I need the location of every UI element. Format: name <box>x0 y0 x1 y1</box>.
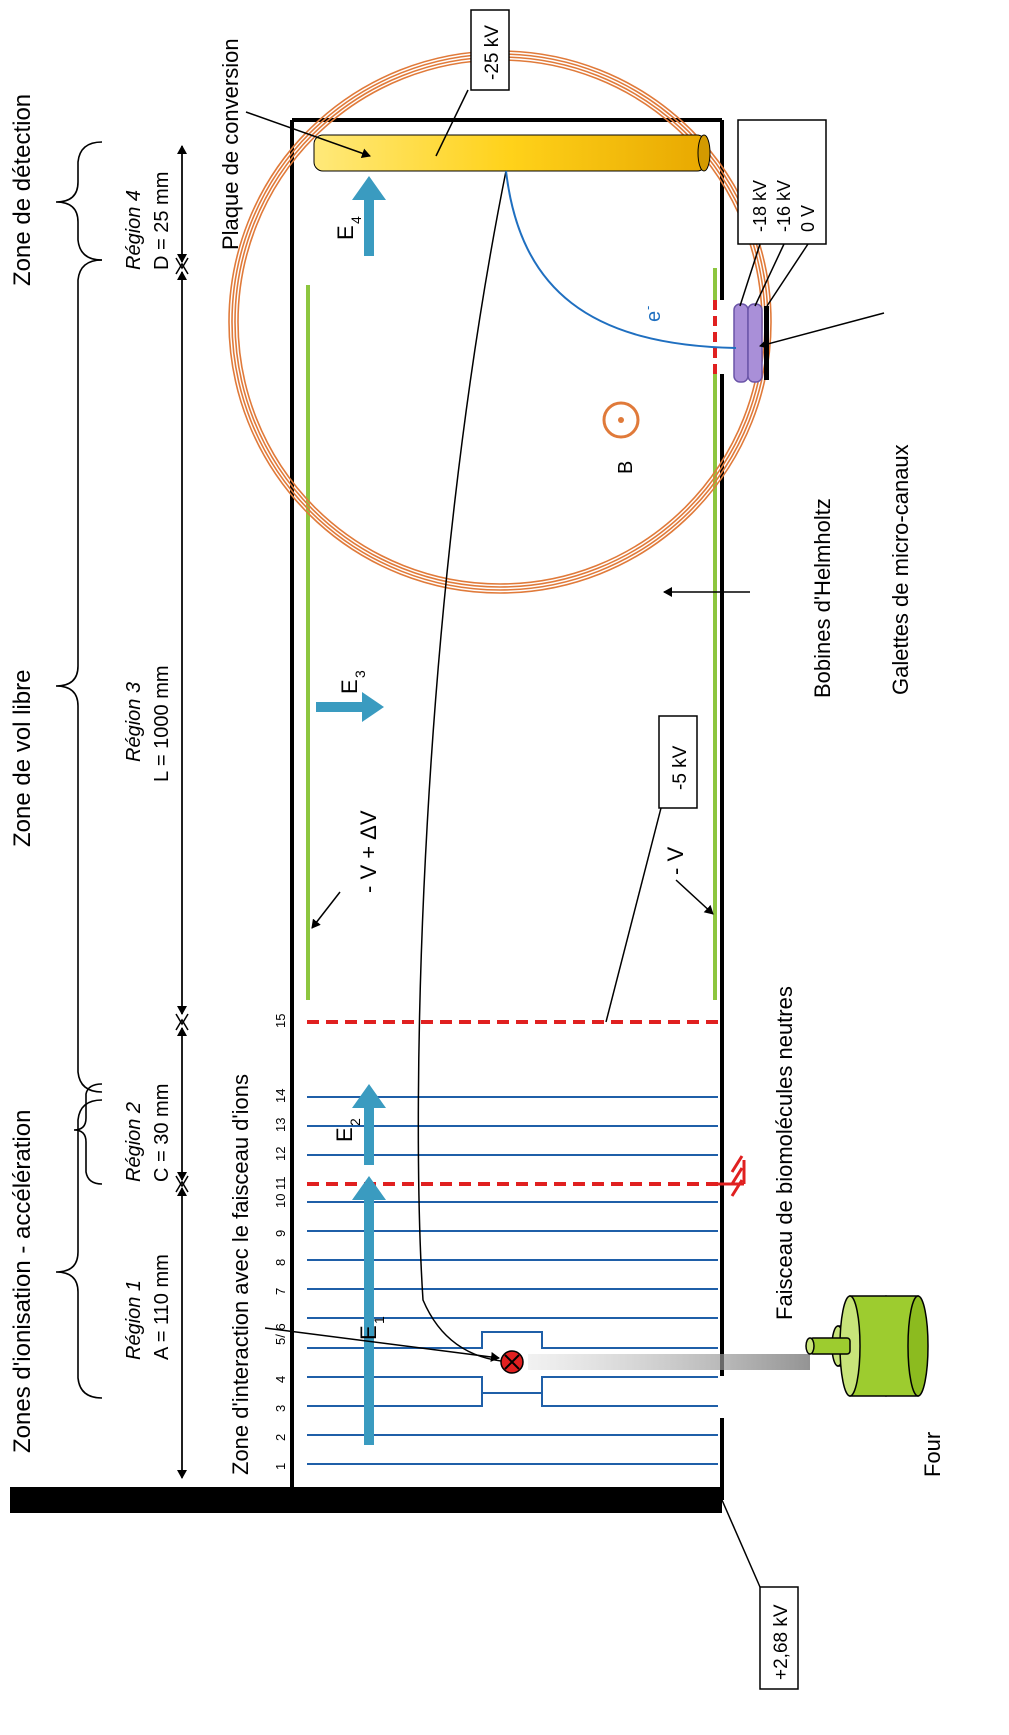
electrode-number: 3 <box>273 1405 288 1412</box>
electrode-plate <box>307 1392 718 1407</box>
electrode-number: 9 <box>273 1230 288 1237</box>
e4-arrow <box>352 176 386 256</box>
svg-text:0 V: 0 V <box>798 205 818 232</box>
region-1-name: Région 1 <box>123 1280 145 1360</box>
region-3-dim: L = 1000 mm <box>151 665 173 782</box>
faisceau-label: Faisceau de biomolécules neutres <box>772 986 797 1320</box>
braces <box>55 141 103 1399</box>
electrode-number: 13 <box>273 1118 288 1132</box>
plate-voltage-box: -25 kV <box>435 9 510 157</box>
electrode-number: 7 <box>273 1288 288 1295</box>
electrode-number: 2 <box>273 1434 288 1441</box>
electron-label: e - <box>640 306 665 322</box>
b-field-label: B <box>615 461 637 474</box>
grids <box>307 1020 746 1197</box>
svg-text:2: 2 <box>347 1118 363 1126</box>
e4-label: E4 <box>333 216 364 240</box>
b-field-symbol <box>602 401 640 439</box>
svg-text:E: E <box>332 1127 357 1142</box>
e3-arrow <box>316 692 384 722</box>
minus-v-label: - V <box>663 847 688 875</box>
neutral-beam <box>528 1354 810 1370</box>
region-4-name: Région 4 <box>123 190 145 270</box>
e2-arrow <box>352 1084 386 1165</box>
svg-text:-: - <box>640 306 655 310</box>
start-voltage-box: +2,68 kV <box>721 1499 799 1690</box>
conversion-plate <box>313 134 711 172</box>
e1-arrow <box>352 1176 386 1445</box>
four-label: Four <box>920 1432 945 1477</box>
mcp-voltage-box: -18 kV -16 kV 0 V <box>737 119 827 307</box>
region-2-name: Région 2 <box>123 1102 145 1182</box>
svg-text:E: E <box>337 679 362 694</box>
svg-text:+2,68 kV: +2,68 kV <box>771 1604 792 1680</box>
field-arrows <box>316 176 386 1445</box>
region-4-dim: D = 25 mm <box>151 172 173 270</box>
chamber <box>10 118 724 1513</box>
svg-text:E: E <box>356 1325 381 1340</box>
electrode-number: 15 <box>273 1014 288 1028</box>
e1-label: E1 <box>356 1316 387 1340</box>
zone-vol-libre-text: Zone de vol libre <box>9 670 36 847</box>
e3-label: E3 <box>337 670 368 694</box>
electrode-number: 5/ 6 <box>273 1323 288 1345</box>
interaction-zone-text: Zone d'interaction avec le faisceau d'io… <box>228 1074 253 1475</box>
plaque-label: Plaque de conversion <box>218 38 243 250</box>
region-2-dim: C = 30 mm <box>151 1084 173 1182</box>
electrode-number: 1 <box>273 1463 288 1470</box>
zone-detection-text: Zone de détection <box>9 94 36 286</box>
electrode-number: 14 <box>273 1089 288 1103</box>
oven <box>805 1295 929 1397</box>
svg-text:-5 kV: -5 kV <box>670 745 691 790</box>
electrode-number: 10 <box>273 1194 288 1208</box>
flight-tube-liner <box>306 268 717 1000</box>
galettes-label: Galettes de micro-canaux <box>888 444 913 695</box>
svg-text:e: e <box>643 311 665 322</box>
svg-text:-18 kV: -18 kV <box>750 180 770 232</box>
electrode-number: 8 <box>273 1259 288 1266</box>
svg-text:-16 kV: -16 kV <box>774 180 794 232</box>
electrode-number: 11 <box>273 1177 288 1191</box>
electrode-stack <box>307 1096 718 1465</box>
helmholtz-coils <box>228 50 772 594</box>
grid-voltage-box: -5 kV <box>605 715 698 1023</box>
electron-trajectory <box>505 170 737 349</box>
dimension-arrows <box>175 145 189 1479</box>
electrode-number: 12 <box>273 1147 288 1161</box>
minus-v-dv-label: - V + ΔV <box>356 810 381 893</box>
electrode-plate <box>307 1331 718 1349</box>
svg-text:3: 3 <box>352 670 368 678</box>
ion-trajectory <box>417 170 513 1363</box>
svg-text:E: E <box>333 225 358 240</box>
region-3-name: Région 3 <box>123 682 145 762</box>
svg-text:-25 kV: -25 kV <box>482 25 503 80</box>
electrode-number: 4 <box>273 1376 288 1383</box>
svg-text:1: 1 <box>371 1316 387 1324</box>
ground-symbol <box>718 1155 746 1197</box>
e2-label: E2 <box>332 1118 363 1142</box>
bobines-label: Bobines d'Helmholtz <box>810 498 835 698</box>
region-1-dim: A = 110 mm <box>151 1254 173 1360</box>
interaction-point <box>500 1350 524 1374</box>
zone-ionisation-text: Zones d'ionisation - accélération <box>9 1110 36 1453</box>
svg-text:4: 4 <box>348 216 364 224</box>
